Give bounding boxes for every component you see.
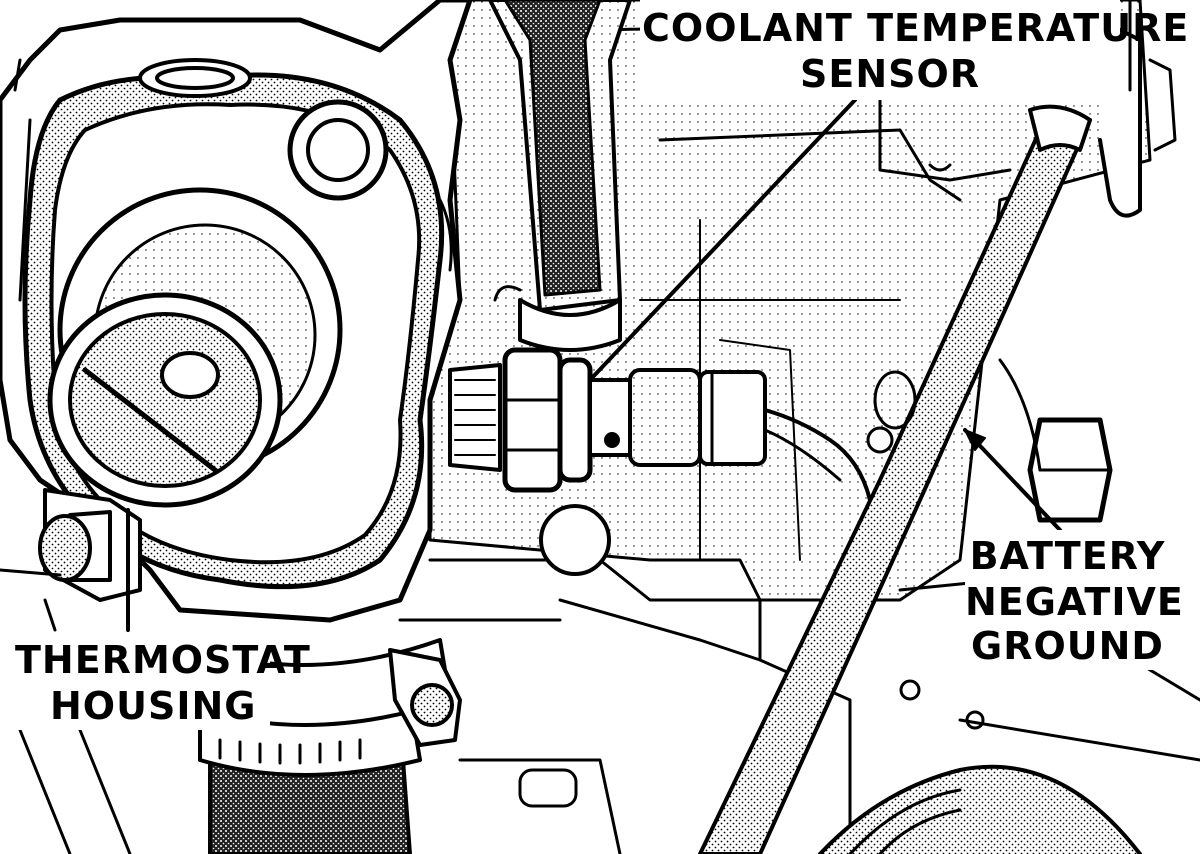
housing-bolt bbox=[38, 488, 142, 602]
thermostat-housing-label-line1: THERMOSTAT bbox=[15, 638, 311, 682]
thermostat-housing-label-line2: HOUSING bbox=[50, 684, 257, 728]
battery-ground-label-line1: BATTERY bbox=[969, 534, 1166, 578]
coolant-sensor-drawing bbox=[448, 347, 872, 502]
battery-cable bbox=[698, 104, 1092, 854]
coolant-leader-line bbox=[588, 98, 857, 382]
lower-right-hose bbox=[818, 764, 1142, 854]
battery-ground-label-line2: NEGATIVE bbox=[965, 580, 1184, 624]
ground-bolt bbox=[866, 358, 1113, 523]
battery-ground-label-line3: GROUND bbox=[971, 624, 1164, 668]
coolant-sensor-label-line2: SENSOR bbox=[800, 52, 981, 96]
battery-leader-line bbox=[963, 428, 1062, 532]
coolant-sensor-label-line1: COOLANT TEMPERATURE bbox=[642, 6, 1190, 50]
upper-hose bbox=[488, 0, 632, 352]
thermostat-outlet bbox=[47, 187, 343, 508]
